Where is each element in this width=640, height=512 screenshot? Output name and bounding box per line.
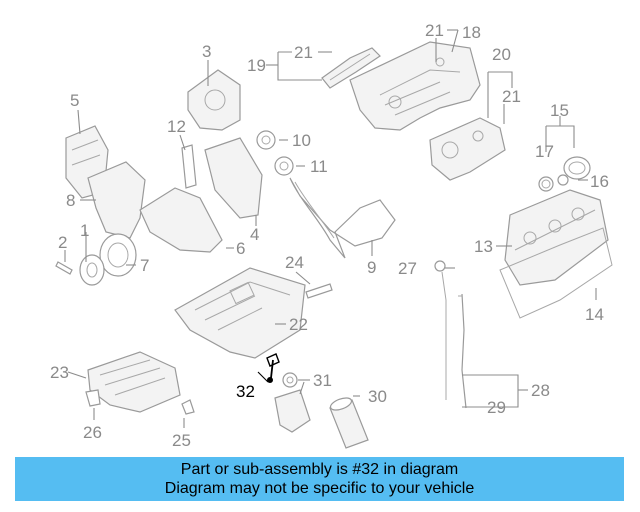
callout-4: 4 xyxy=(250,225,259,244)
callout-26: 26 xyxy=(83,423,102,442)
dipstick-tube-part-28[interactable] xyxy=(458,293,467,409)
bracket-part-19[interactable] xyxy=(321,47,381,89)
oil-filter-part-30[interactable] xyxy=(329,396,369,449)
callout-11: 11 xyxy=(310,157,328,176)
callout-8: 8 xyxy=(66,191,75,210)
banner-line-disclaimer: Diagram may not be specific to your vehi… xyxy=(164,480,475,497)
callout-16: 16 xyxy=(590,172,609,191)
callout-13: 13 xyxy=(474,237,493,256)
callout-24: 24 xyxy=(285,253,304,272)
sensor-part-26[interactable] xyxy=(85,389,101,407)
pulley-part-7[interactable] xyxy=(99,233,137,277)
callout-2: 2 xyxy=(58,233,67,252)
callout-27: 27 xyxy=(398,259,417,278)
banner-line-part-number: Part or sub-assembly is #32 in diagram xyxy=(180,461,459,478)
callout-10: 10 xyxy=(292,131,311,150)
bracket-part-24[interactable] xyxy=(305,283,333,299)
callout-21-left: 21 xyxy=(294,43,313,62)
callout-32[interactable]: 32 xyxy=(236,382,255,401)
seal-part-17[interactable] xyxy=(538,174,569,192)
engine-cover-part[interactable] xyxy=(349,41,481,131)
gasket-part-14[interactable] xyxy=(499,227,613,319)
callout-1: 1 xyxy=(80,221,89,240)
callout-22: 22 xyxy=(289,315,308,334)
timing-cover-part-6[interactable] xyxy=(139,187,223,253)
valve-cover-part-20[interactable] xyxy=(429,117,506,181)
valve-cover-part-13[interactable] xyxy=(504,189,609,286)
callout-14: 14 xyxy=(585,305,604,324)
timing-cover-part-3[interactable] xyxy=(187,69,241,131)
callout-6: 6 xyxy=(236,239,245,258)
callout-25: 25 xyxy=(172,431,191,450)
callout-5: 5 xyxy=(70,91,79,110)
callout-leaders xyxy=(64,29,597,428)
callout-23: 23 xyxy=(50,363,69,382)
lower-oil-pan-part-23[interactable] xyxy=(87,351,181,413)
idler-part-10[interactable] xyxy=(256,130,276,150)
seal-part-31[interactable] xyxy=(282,372,298,388)
callout-20: 20 xyxy=(492,45,511,64)
callout-21-right: 21 xyxy=(502,87,521,106)
callout-21-top: 21 xyxy=(425,21,444,40)
callout-31: 31 xyxy=(313,371,332,390)
drain-plug-part-32[interactable] xyxy=(266,353,280,383)
callout-18: 18 xyxy=(462,23,481,42)
info-banner: Part or sub-assembly is #32 in diagram D… xyxy=(15,457,624,501)
timing-belt-part-9[interactable] xyxy=(289,177,396,259)
callout-12: 12 xyxy=(167,117,186,136)
tensioner-part-12[interactable] xyxy=(181,144,197,189)
callout-9: 9 xyxy=(367,258,376,277)
callout-labels: 3 5 8 1 2 7 12 10 11 6 4 9 24 22 23 26 2… xyxy=(50,21,609,450)
oil-cap-part-16[interactable] xyxy=(563,156,591,180)
oil-pan-part-22[interactable] xyxy=(174,267,306,359)
timing-cover-part-8[interactable] xyxy=(87,161,146,239)
callout-28: 28 xyxy=(531,381,550,400)
callout-19: 19 xyxy=(247,56,266,75)
callout-3: 3 xyxy=(202,42,211,61)
bolt-part-25[interactable] xyxy=(181,399,195,415)
callout-7: 7 xyxy=(140,256,149,275)
callout-30: 30 xyxy=(368,387,387,406)
callout-29: 29 xyxy=(487,398,506,417)
idler-part-11[interactable] xyxy=(274,156,294,176)
damper-part-1[interactable] xyxy=(79,254,105,286)
dipstick-part-27[interactable] xyxy=(434,260,447,400)
filter-housing-part[interactable] xyxy=(274,389,311,433)
bolt-part-2[interactable] xyxy=(55,261,73,275)
parts-diagram: 3 5 8 1 2 7 12 10 11 6 4 9 24 22 23 26 2… xyxy=(50,21,613,450)
callout-17: 17 xyxy=(535,142,554,161)
callout-15: 15 xyxy=(550,101,569,120)
timing-cover-part-4[interactable] xyxy=(204,137,263,219)
